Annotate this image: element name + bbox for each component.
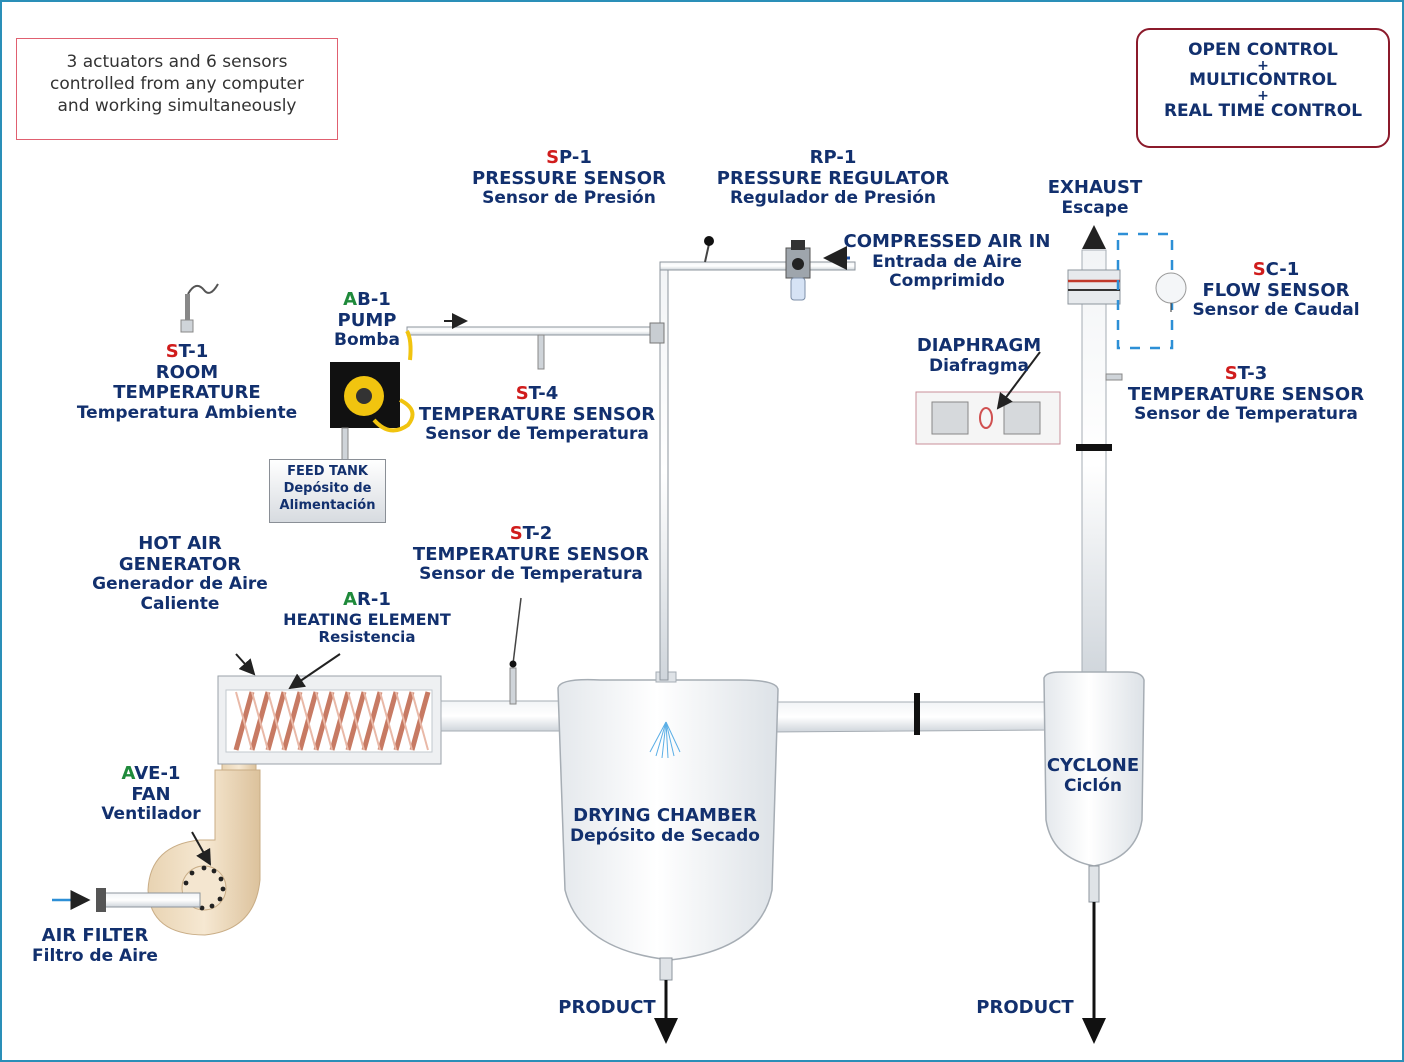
heating-element-leader	[288, 653, 341, 690]
info-box: 3 actuators and 6 sensors controlled fro…	[16, 38, 338, 140]
st3-probe	[1105, 373, 1123, 381]
sp1-stem	[704, 243, 710, 263]
drying-chamber-vessel	[557, 678, 779, 961]
product-arrow-1	[654, 1018, 678, 1044]
control-line2: MULTICONTROL	[1189, 70, 1337, 91]
cyclone-vessel	[1043, 671, 1145, 867]
pump-suction-tube	[341, 427, 349, 461]
flow-sensor-bracket	[1116, 232, 1174, 350]
regulator-gauge	[792, 258, 804, 270]
st4-probe	[537, 334, 545, 370]
info-text: 3 actuators and 6 sensors controlled fro…	[50, 52, 304, 117]
tee-fitting	[649, 322, 665, 344]
product-arrow-2	[1082, 1018, 1106, 1044]
fan-leader	[191, 831, 211, 866]
regulator-bowl	[790, 277, 806, 301]
sp1-head	[704, 236, 714, 246]
product-label-1: PRODUCT	[558, 997, 656, 1018]
air-filter-element	[96, 888, 106, 912]
product-label-2: PRODUCT	[976, 997, 1074, 1018]
control-line3: REAL TIME CONTROL	[1163, 100, 1363, 121]
st2-leader	[512, 597, 522, 665]
diaphragm-flange	[1067, 269, 1121, 305]
hot-air-pipe	[440, 700, 567, 732]
air-pipe	[659, 261, 856, 271]
diaphragm-leader	[996, 351, 1041, 410]
regulator-knob	[791, 240, 805, 250]
feed-pipe-horizontal	[406, 326, 668, 336]
air-filter-pipe	[103, 892, 201, 908]
control-line1: OPEN CONTROL	[1188, 40, 1338, 60]
st2-probe	[509, 667, 517, 705]
pipe-clamp	[914, 693, 920, 735]
chamber-to-cyclone-pipe	[769, 701, 1051, 733]
pump-tube	[372, 398, 415, 433]
st1-cable	[187, 283, 219, 295]
hot-air-leader	[235, 653, 256, 676]
stack-clamp	[1076, 444, 1112, 451]
st1-probe	[185, 294, 190, 322]
chamber-bottom-port	[659, 957, 673, 981]
control-badge: OPEN CONTROL + MULTICONTROL + REAL TIME …	[1136, 28, 1390, 148]
spray-nozzle	[649, 721, 681, 759]
exhaust-stack	[1081, 249, 1107, 681]
